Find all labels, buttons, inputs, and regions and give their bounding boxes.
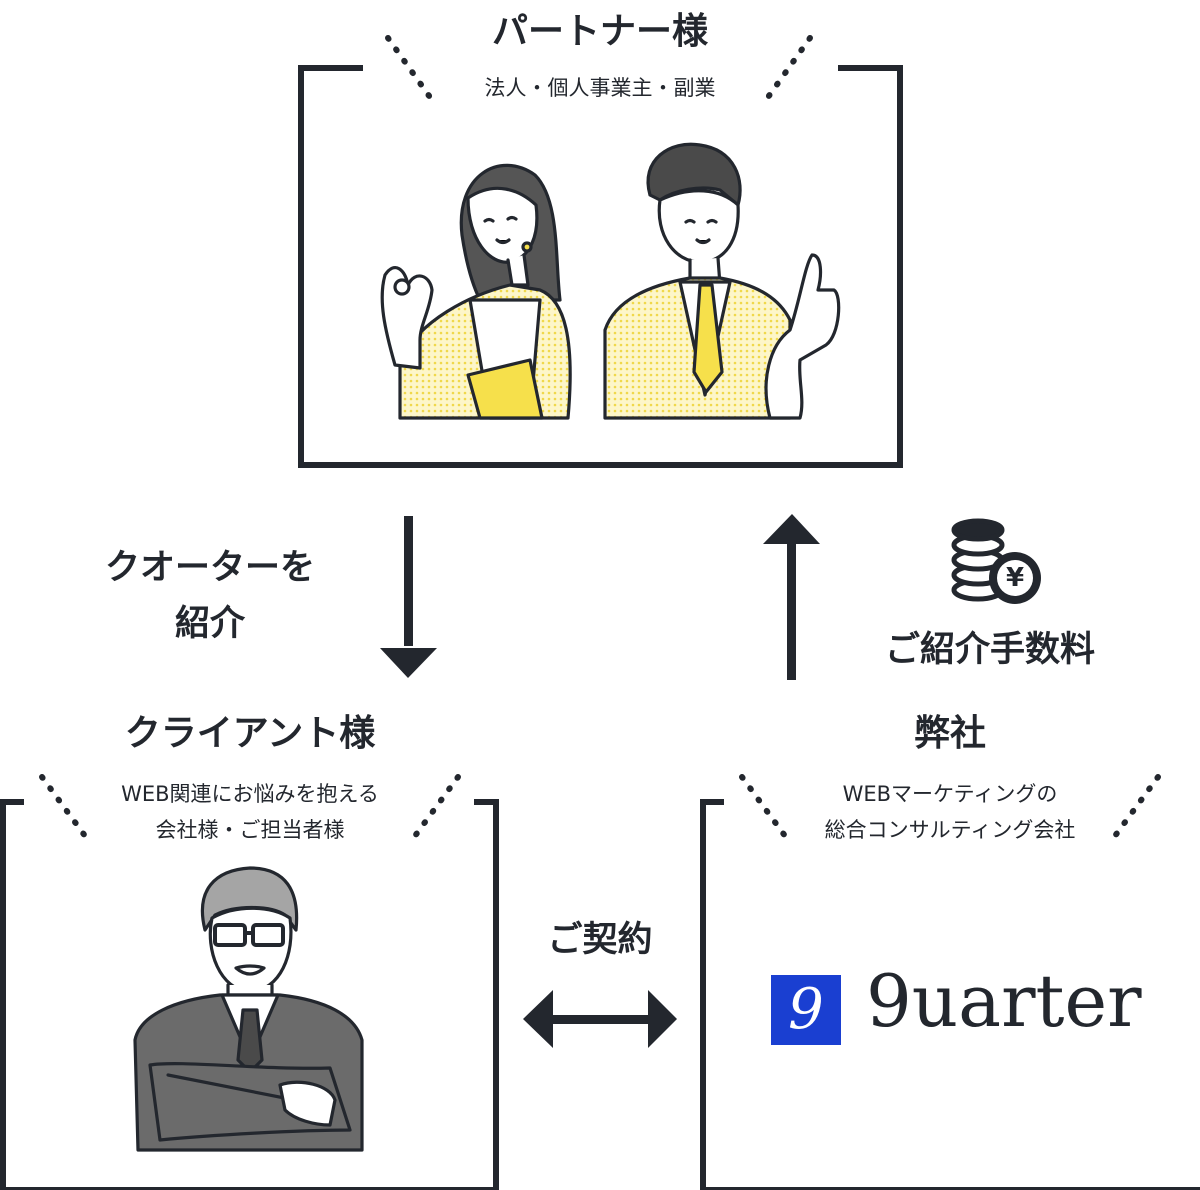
company-sparkle-right — [1109, 774, 1161, 843]
partner-frame — [298, 65, 903, 468]
client-man-illustration — [133, 866, 364, 1152]
introduce-label-line-2: 紹介 — [174, 604, 246, 644]
client-subtitle-line-2: 会社様・ご担当者様 — [155, 818, 345, 842]
coin-stack-icon — [951, 518, 1005, 602]
client-subtitle: WEB関連にお悩みを抱える 会社様・ご担当者様 — [121, 776, 379, 848]
company-sparkle-left — [739, 774, 791, 843]
company-subtitle-line-1: WEBマーケティングの — [842, 782, 1058, 806]
partner-title: パートナー様 — [491, 11, 709, 52]
introduce-label-line-1: クオーターを — [104, 548, 316, 588]
partner-sparkle-left — [385, 35, 435, 103]
fee-label: ご紹介手数料 — [884, 630, 1096, 670]
logo-mark-icon — [771, 975, 841, 1045]
client-subtitle-line-1: WEB関連にお悩みを抱える — [121, 782, 379, 806]
company-logo-text: 9uarter — [866, 959, 1142, 1043]
partner-subtitle: 法人・個人事業主・副業 — [484, 76, 716, 100]
client-sparkle-left — [39, 774, 91, 843]
woman-illustration — [380, 163, 572, 420]
partner-sparkle-right — [763, 35, 813, 103]
client-title: クライアント様 — [124, 713, 376, 754]
man-illustration — [603, 142, 841, 420]
company-subtitle-line-2: 総合コンサルティング会社 — [824, 818, 1076, 842]
arrow-up-icon — [763, 514, 820, 680]
company-title: 弊社 — [913, 713, 987, 754]
double-arrow-icon — [523, 990, 677, 1048]
introduce-label: クオーターを 紹介 — [105, 540, 315, 652]
yen-coin-icon — [989, 552, 1041, 604]
company-subtitle: WEBマーケティングの 総合コンサルティング会社 — [825, 776, 1076, 848]
logo-mark-letter: 9 — [788, 977, 824, 1042]
client-sparkle-right — [409, 774, 461, 843]
arrow-down-icon — [380, 516, 437, 678]
client-frame — [0, 799, 499, 1190]
yen-symbol: ¥ — [1005, 563, 1025, 593]
contract-label: ご契約 — [547, 920, 653, 960]
company-frame — [700, 799, 1200, 1190]
